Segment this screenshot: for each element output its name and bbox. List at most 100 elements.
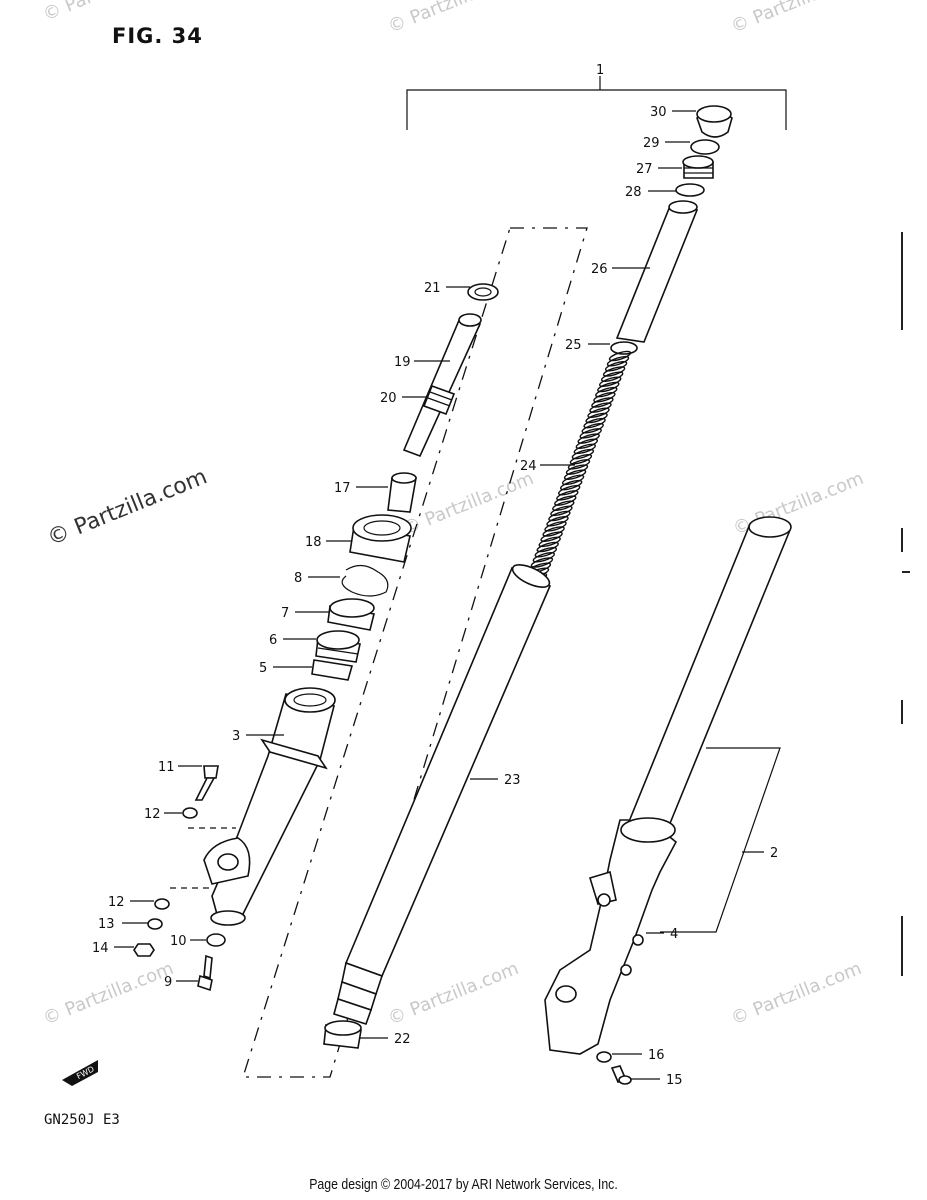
callout-29: 29 [643, 136, 660, 151]
part-8-stopper-ring [341, 564, 389, 597]
spring-coil [579, 428, 602, 439]
part-6-oil-seal [315, 630, 361, 663]
callout-19: 19 [394, 355, 411, 370]
callout-24: 24 [520, 459, 537, 474]
figure-title: FIG. 34 [112, 24, 203, 48]
part-12-washer-lower [154, 898, 170, 910]
spring-coil [602, 366, 626, 377]
part-25-seat [610, 341, 638, 355]
part-5-guide-metal [311, 659, 354, 681]
inner-assembly-outline [242, 227, 588, 1078]
spring-coil [600, 371, 624, 382]
spring-coil [540, 531, 563, 542]
callout-10: 10 [170, 934, 187, 949]
spring-coil [554, 495, 577, 506]
assembly-bracket-1 [406, 76, 787, 130]
spring-coil [565, 464, 589, 475]
spring-coil [563, 469, 587, 480]
callout-8: 8 [294, 571, 302, 586]
part-7-oil-seal-retainer [327, 598, 375, 631]
spring-coil [548, 510, 571, 522]
callout-30: 30 [650, 105, 667, 120]
spring-coil [604, 361, 628, 372]
footer-copyright: Page design © 2004-2017 by ARI Network S… [309, 1176, 618, 1193]
spring-coil [581, 423, 604, 434]
callout-18: 18 [305, 535, 322, 550]
spring-coil [532, 552, 556, 563]
part-19-damper-rod [402, 313, 482, 458]
spring-coil [530, 557, 554, 568]
spring-coil [591, 397, 614, 408]
part-18-dust-seal [349, 514, 412, 563]
spring-coil [575, 438, 599, 450]
part-21-washer [467, 283, 499, 301]
part-10-gasket [206, 933, 226, 947]
spring-coil [571, 448, 595, 460]
callout-13: 13 [98, 917, 115, 932]
spring-coil [534, 546, 558, 558]
spring-coil [589, 402, 612, 413]
part-3-outer-tube-left [203, 687, 336, 926]
spring-coil [557, 484, 581, 496]
callout-26: 26 [591, 262, 608, 277]
spring-coil [538, 536, 561, 548]
spring-coil [567, 459, 591, 470]
callout-17: 17 [334, 481, 351, 496]
spring-coil [583, 417, 606, 429]
part-16-washer [596, 1051, 612, 1063]
callout-16: 16 [648, 1048, 665, 1063]
spring-coil [573, 443, 597, 455]
spring-coil [569, 454, 593, 465]
callout-9: 9 [164, 975, 172, 990]
part-22-bush [323, 1020, 362, 1049]
callout-15: 15 [666, 1073, 683, 1088]
part-9-drain-bolt [197, 954, 213, 992]
callout-28: 28 [625, 185, 642, 200]
callout-25: 25 [565, 338, 582, 353]
spring-coil [585, 412, 608, 424]
part-20-ring [422, 384, 456, 416]
spring-coil [552, 500, 575, 511]
callout-7: 7 [281, 606, 289, 621]
part-23-inner-tube [333, 564, 552, 1025]
callout-2: 2 [770, 846, 778, 861]
spring-coil [544, 521, 567, 532]
part-14-nut [133, 943, 155, 957]
model-code: GN250J E3 [44, 1112, 120, 1128]
spring-coil [550, 505, 573, 517]
part-30-cap-bolt [696, 105, 733, 138]
callout-12a: 12 [144, 807, 161, 822]
part-2-fork-assembly-right [544, 516, 792, 1055]
callout-4: 4 [670, 927, 678, 942]
callout-20: 20 [380, 391, 397, 406]
spring-coil [536, 541, 559, 553]
callout-1: 1 [596, 63, 604, 78]
spring-coil [606, 355, 630, 367]
part-26-spacer [615, 200, 699, 343]
callout-11: 11 [158, 760, 175, 775]
spring-coil [593, 392, 616, 403]
callout-6: 6 [269, 633, 277, 648]
spring-coil [577, 433, 600, 444]
part-29-o-ring [690, 139, 720, 155]
part-15-bolt [610, 1065, 632, 1085]
callout-27: 27 [636, 162, 653, 177]
callout-21: 21 [424, 281, 441, 296]
part-17-oil-lock-piece [387, 472, 417, 513]
spring-coil [546, 515, 569, 527]
spring-coil [608, 350, 632, 362]
part-27-adjuster [682, 155, 714, 179]
part-13-washer [147, 918, 163, 930]
spring-coil [595, 386, 618, 398]
callout-14: 14 [92, 941, 109, 956]
scan-edge-marks [901, 232, 910, 976]
spring-coil [587, 407, 610, 419]
callout-3: 3 [232, 729, 240, 744]
part-12-washer-upper [182, 807, 198, 819]
callout-5: 5 [259, 661, 267, 676]
spring-coil [598, 376, 622, 388]
spring-coil [542, 526, 565, 537]
part-24-spring [524, 350, 632, 584]
spring-coil [559, 479, 583, 491]
